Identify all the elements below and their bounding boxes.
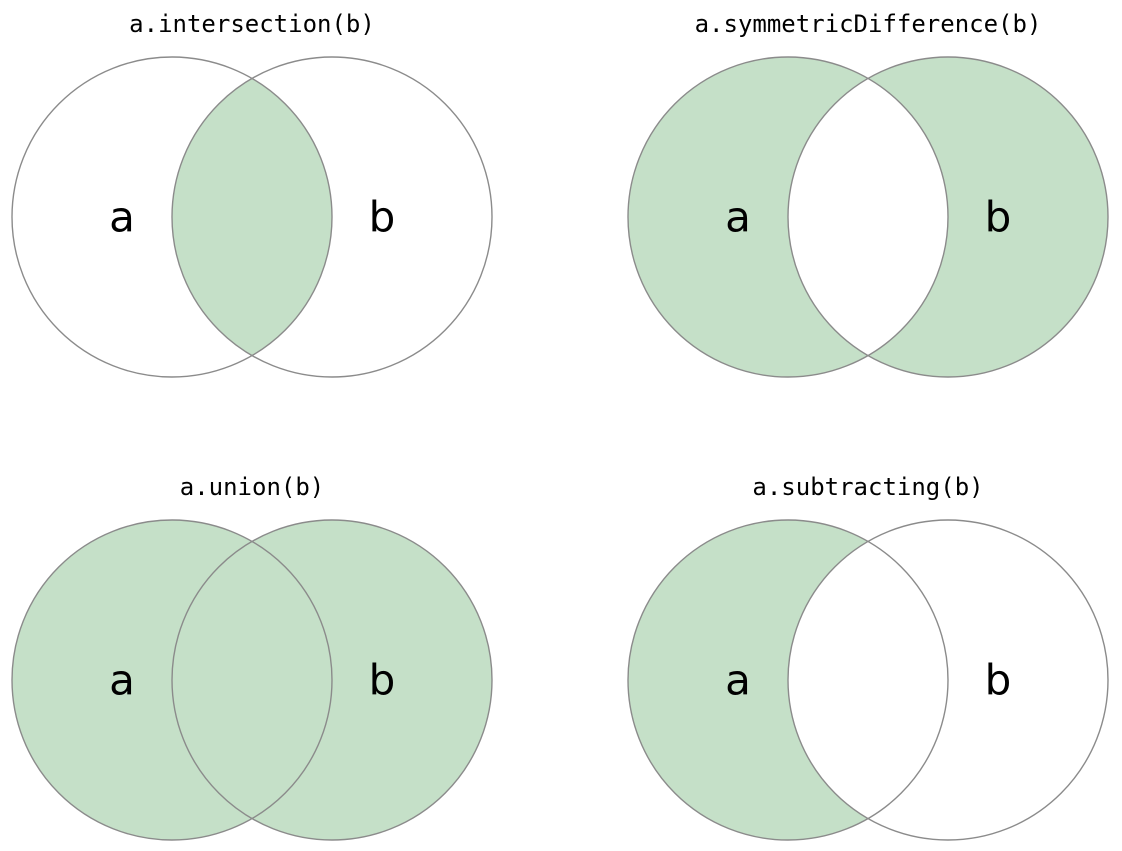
panel-title: a.subtracting(b) — [752, 473, 984, 501]
intersection-region-fill — [172, 57, 332, 377]
set-a-label: a — [725, 193, 751, 242]
circle-a-outline — [627, 56, 949, 378]
intersection-region-cutout — [788, 520, 948, 840]
set-b-label: b — [369, 656, 396, 705]
set-b-label: b — [369, 193, 396, 242]
panel-title: a.symmetricDifference(b) — [694, 10, 1042, 38]
circle-b-outline — [171, 56, 493, 378]
set-b-label: b — [985, 656, 1012, 705]
set-a-label: a — [109, 656, 135, 705]
panel-title: a.intersection(b) — [129, 10, 375, 38]
circle-a-outline — [11, 519, 333, 841]
set-b-label: b — [985, 193, 1012, 242]
circle-a-outline — [627, 519, 949, 841]
circle-b-outline — [787, 56, 1109, 378]
circle-b-outline — [171, 519, 493, 841]
circle-a-outline — [11, 56, 333, 378]
circle-b-outline — [787, 519, 1109, 841]
panel-title: a.union(b) — [179, 473, 325, 501]
set-a-label: a — [109, 193, 135, 242]
set-a-label: a — [725, 656, 751, 705]
intersection-region-cutout — [788, 57, 948, 377]
